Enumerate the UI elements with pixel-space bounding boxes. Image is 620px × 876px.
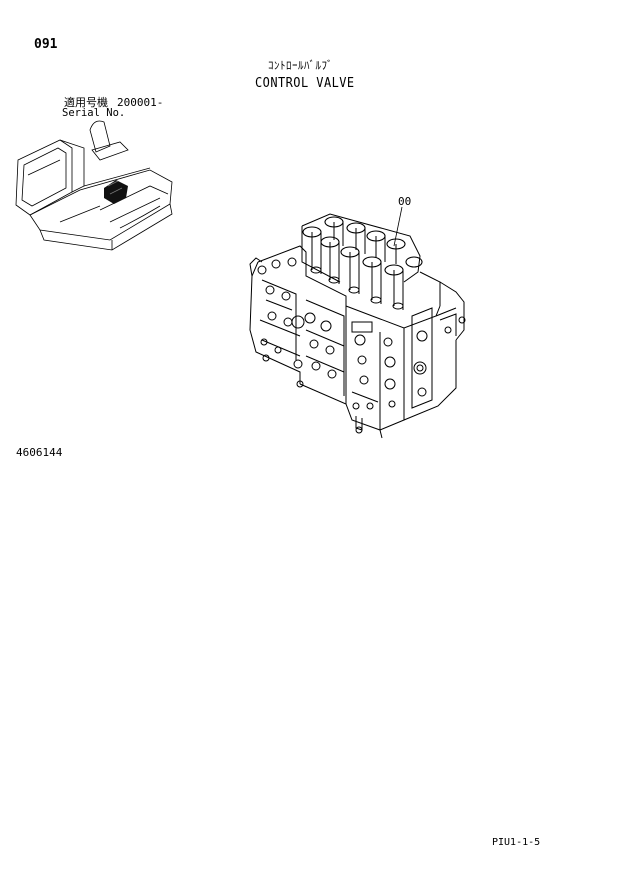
control-valve-location-marker	[104, 180, 128, 204]
page-title: CONTROL VALVE	[255, 76, 355, 91]
page-code: PIU1-1-5	[492, 837, 541, 848]
serial-number-value: 200001-	[117, 96, 164, 109]
drawing-number: 4606144	[16, 446, 63, 459]
serial-label-english: Serial No.	[62, 107, 126, 119]
serial-label-japanese: 適用号機	[64, 96, 108, 109]
title-japanese: ｺﾝﾄﾛｰﾙﾊﾞﾙﾌﾞ	[268, 59, 333, 72]
page-number: 091	[34, 37, 58, 52]
part-callout-label: 00	[398, 195, 412, 208]
